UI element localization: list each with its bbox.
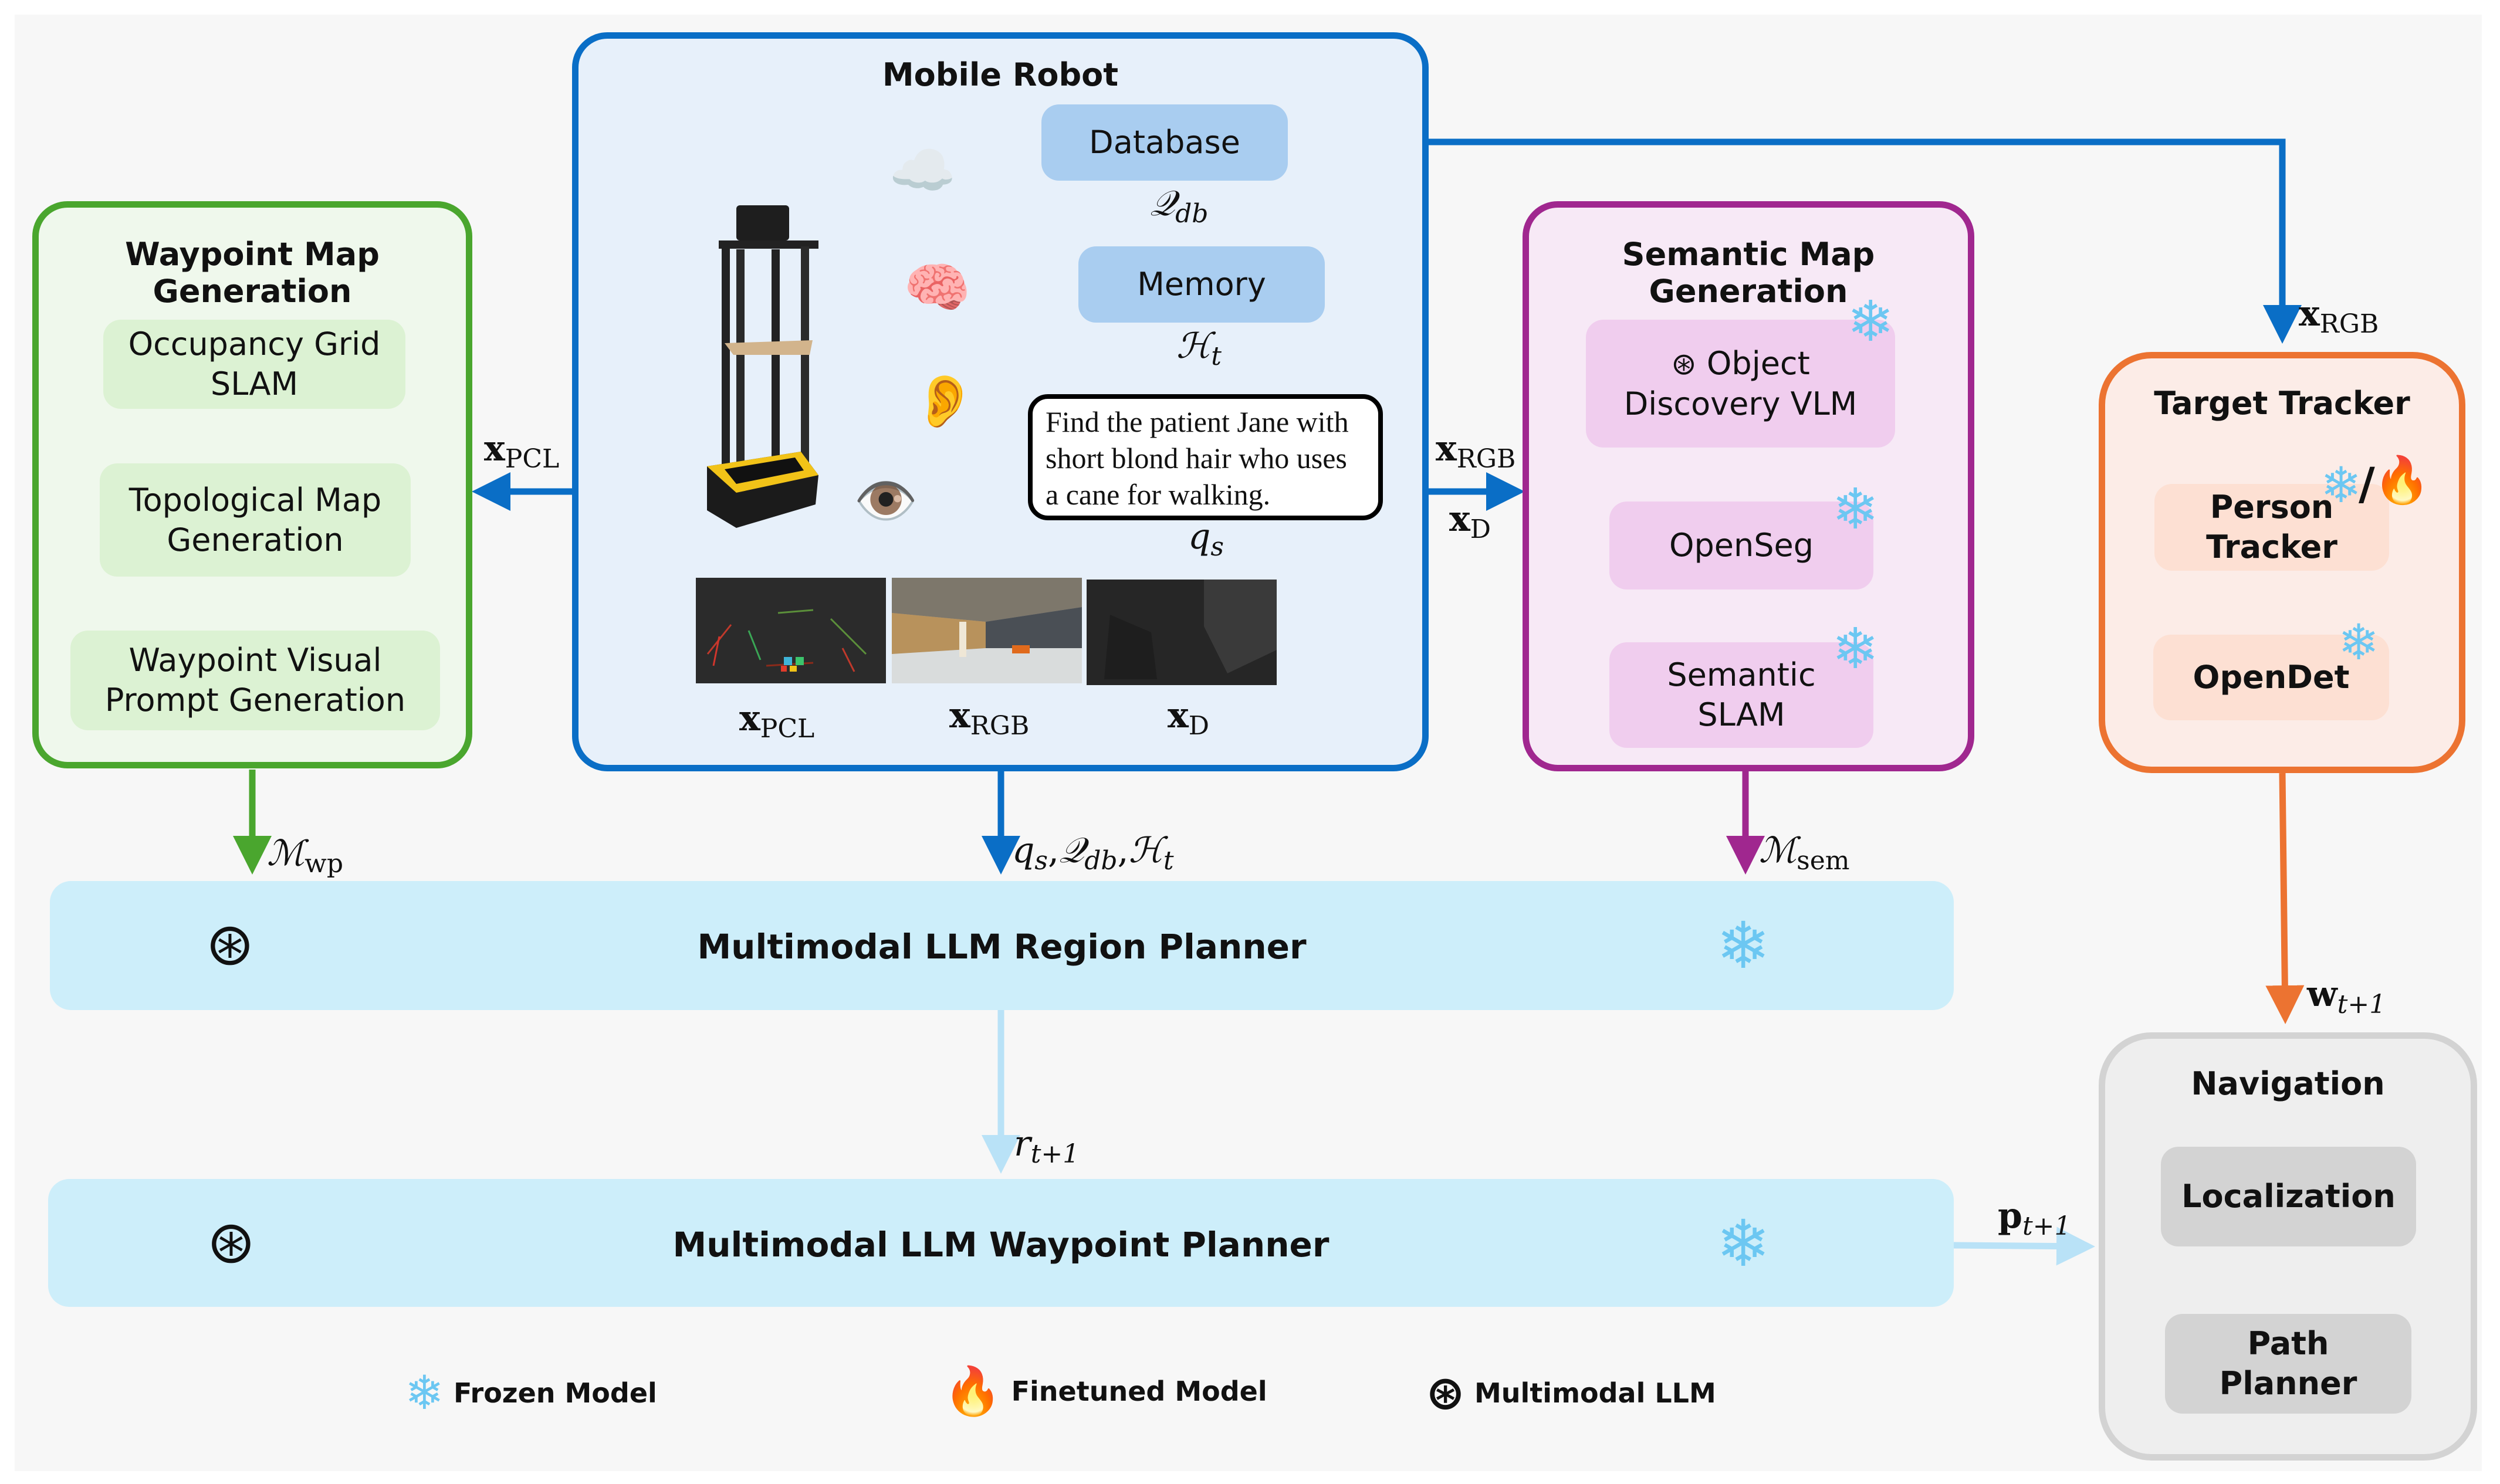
openai-logo-icon: ⊛	[1671, 346, 1697, 382]
label-x-pcl-to-waypoint: xPCL	[484, 428, 560, 474]
eye-icon: 👁️	[854, 470, 918, 531]
waypoint-planner-box[interactable]: ⊛ Multimodal LLM Waypoint Planner ❄	[48, 1179, 1954, 1307]
arrow-tracker-to-navigation	[2265, 773, 2305, 1024]
snowflake-icon: ❄	[1716, 1206, 1771, 1281]
query-symbol: qs	[1188, 516, 1224, 562]
flame-icon: 🔥	[2373, 454, 2431, 507]
snowflake-icon: ❄	[1716, 908, 1771, 983]
database-box[interactable]: Database	[1041, 104, 1288, 181]
legend-finetuned-model: 🔥 Finetuned Model	[943, 1364, 1267, 1418]
localization-step[interactable]: Localization	[2161, 1147, 2416, 1246]
label-x-rgb-to-semantic: xRGB	[1436, 428, 1516, 474]
rgb-thumbnail	[892, 578, 1082, 683]
database-symbol: 𝒬db	[1150, 183, 1209, 229]
label-m-sem: ℳsem	[1759, 830, 1850, 876]
waypoint-planner-label: Multimodal LLM Waypoint Planner	[672, 1225, 1330, 1265]
obs-rgb-label: xRGB	[949, 695, 1030, 741]
openai-logo-icon: ⊛	[207, 1208, 256, 1276]
label-w-t1: wt+1	[2307, 974, 2386, 1019]
snowflake-icon: ❄	[405, 1366, 445, 1420]
opendet-step[interactable]: OpenDet	[2153, 635, 2389, 720]
brain-icon: 🧠	[904, 256, 971, 319]
obs-depth-label: xD	[1168, 695, 1210, 741]
obs-pcl-label: xPCL	[739, 698, 815, 744]
pointcloud-thumbnail	[696, 578, 886, 683]
target-tracker-title: Target Tracker	[2154, 385, 2410, 422]
semantic-map-title: Semantic Map Generation	[1622, 236, 1875, 310]
mobile-robot-title: Mobile Robot	[882, 56, 1119, 93]
memory-symbol: ℋt	[1176, 326, 1222, 371]
label-x-d-to-semantic: xD	[1449, 499, 1491, 544]
label-p-t1: pt+1	[1998, 1195, 2071, 1241]
openseg-step[interactable]: OpenSeg	[1609, 502, 1873, 589]
query-text-box: Find the patient Jane with short blond h…	[1028, 394, 1383, 520]
openai-logo-icon: ⊛	[1426, 1366, 1466, 1420]
robot-image	[707, 205, 818, 528]
region-planner-label: Multimodal LLM Region Planner	[697, 927, 1307, 967]
snowflake-icon: ❄	[1847, 289, 1895, 354]
legend-multimodal-llm: ⊛ Multimodal LLM	[1426, 1366, 1716, 1420]
openai-logo-icon: ⊛	[205, 910, 255, 978]
depth-thumbnail	[1087, 580, 1277, 685]
arrow-robot-to-target-tracker	[1427, 138, 2302, 344]
memory-box[interactable]: Memory	[1078, 246, 1325, 323]
navigation-title: Navigation	[2191, 1065, 2385, 1102]
label-x-rgb-to-tracker: xRGB	[2299, 293, 2379, 339]
ear-icon: 👂	[912, 371, 977, 431]
waypoint-map-title: Waypoint Map Generation	[125, 236, 380, 310]
snowflake-icon: ❄	[2338, 614, 2380, 671]
label-r-t1: rt+1	[1014, 1123, 1080, 1169]
snowflake-icon: ❄	[2320, 456, 2362, 514]
flame-icon: 🔥	[943, 1364, 1002, 1418]
label-robot-context: qs,𝒬db,ℋt	[1012, 830, 1174, 876]
snowflake-icon: ❄	[1832, 476, 1879, 542]
region-planner-box[interactable]: ⊛ Multimodal LLM Region Planner ❄	[50, 881, 1954, 1010]
label-m-wp: ℳwp	[267, 833, 343, 879]
cloud-icon: ☁️	[889, 139, 956, 202]
frozen-or-finetuned-separator: /	[2359, 458, 2375, 510]
arrow-waypoint-planner-to-navigation	[1953, 1226, 2095, 1266]
snowflake-icon: ❄	[1832, 616, 1879, 682]
legend-frozen-model: ❄ Frozen Model	[405, 1366, 657, 1420]
